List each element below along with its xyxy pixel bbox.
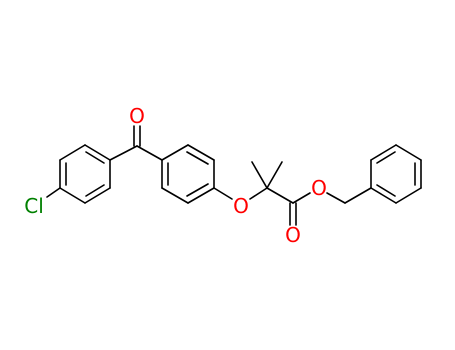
aromatic-inner-bond bbox=[376, 184, 396, 197]
quaternary-ester-bond bbox=[266, 187, 294, 204]
bond bbox=[161, 144, 189, 161]
benzyl-ring-bond bbox=[344, 187, 372, 204]
bond bbox=[187, 144, 215, 161]
aromatic-inner-bond bbox=[85, 184, 105, 197]
methyl-bond bbox=[266, 161, 283, 189]
ester-o-benzyl-bond bbox=[326, 192, 346, 204]
ring-ketone-bond bbox=[109, 145, 138, 161]
benzyl-ring bbox=[370, 144, 422, 204]
chlorophenyl-ring bbox=[59, 144, 111, 204]
bond bbox=[161, 187, 189, 204]
bond bbox=[395, 144, 422, 161]
bond bbox=[395, 187, 422, 204]
aromatic-inner-bond bbox=[376, 151, 396, 164]
bond bbox=[84, 187, 111, 204]
aromatic-inner-bond bbox=[186, 183, 209, 197]
ester-oxygen-label: O bbox=[311, 176, 327, 200]
bond bbox=[370, 144, 397, 161]
aromatic-inner-bond bbox=[186, 151, 209, 165]
ether-quaternary-bond bbox=[249, 187, 268, 200]
ketone-ring-bond bbox=[136, 145, 163, 161]
bond bbox=[59, 144, 86, 161]
bond bbox=[187, 187, 215, 204]
bond bbox=[370, 187, 397, 204]
ketone-oxygen-label: O bbox=[129, 104, 145, 128]
bond bbox=[59, 187, 86, 204]
c-cl-bond bbox=[46, 187, 61, 198]
methyl-bond bbox=[251, 161, 268, 189]
ether-oxygen-label: O bbox=[233, 194, 249, 218]
aromatic-inner-bond bbox=[85, 151, 105, 164]
bond bbox=[84, 144, 111, 161]
phenylene-ring bbox=[161, 144, 215, 204]
ester-o-bond bbox=[292, 192, 311, 204]
carbonyl-oxygen-label: O bbox=[285, 223, 301, 247]
chlorine-label: Cl bbox=[24, 194, 44, 218]
ring-ether-bond bbox=[213, 187, 233, 200]
